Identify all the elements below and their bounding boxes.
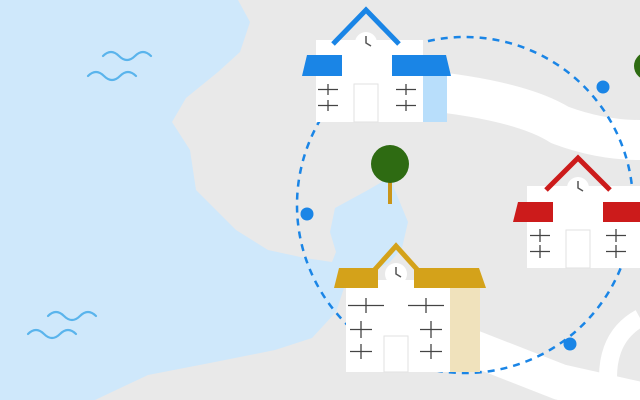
- clock-icon: [355, 32, 377, 54]
- red-school[interactable]: [513, 154, 640, 269]
- tree-icon: [371, 145, 409, 204]
- tree-icon: [634, 54, 640, 78]
- building-roof: [513, 202, 553, 222]
- road-north: [418, 70, 640, 160]
- window-icon: [318, 83, 416, 112]
- building-roof: [302, 55, 342, 76]
- door-icon: [383, 335, 409, 373]
- building-annex: [450, 285, 480, 372]
- door-icon: [565, 229, 591, 269]
- building-roof: [603, 202, 640, 222]
- building-roof: [334, 268, 378, 288]
- window-icon: [348, 298, 444, 359]
- building-gable: [544, 154, 612, 192]
- building-roof: [392, 55, 451, 76]
- blue-school[interactable]: [302, 6, 451, 123]
- clock-icon: [385, 263, 407, 285]
- building-annex: [423, 72, 447, 122]
- water-body: [0, 0, 408, 400]
- route-waypoint[interactable]: [563, 337, 577, 351]
- wave-icon: [26, 50, 153, 340]
- clock-icon: [567, 177, 589, 199]
- route-waypoint[interactable]: [300, 207, 314, 221]
- building-roof: [414, 268, 486, 288]
- route-waypoint[interactable]: [596, 80, 610, 94]
- building-gable: [331, 6, 401, 46]
- building-gable: [367, 242, 425, 278]
- window-icon: [530, 229, 626, 258]
- door-icon: [353, 83, 379, 123]
- road-curve: [599, 310, 640, 400]
- gold-school[interactable]: [334, 242, 486, 373]
